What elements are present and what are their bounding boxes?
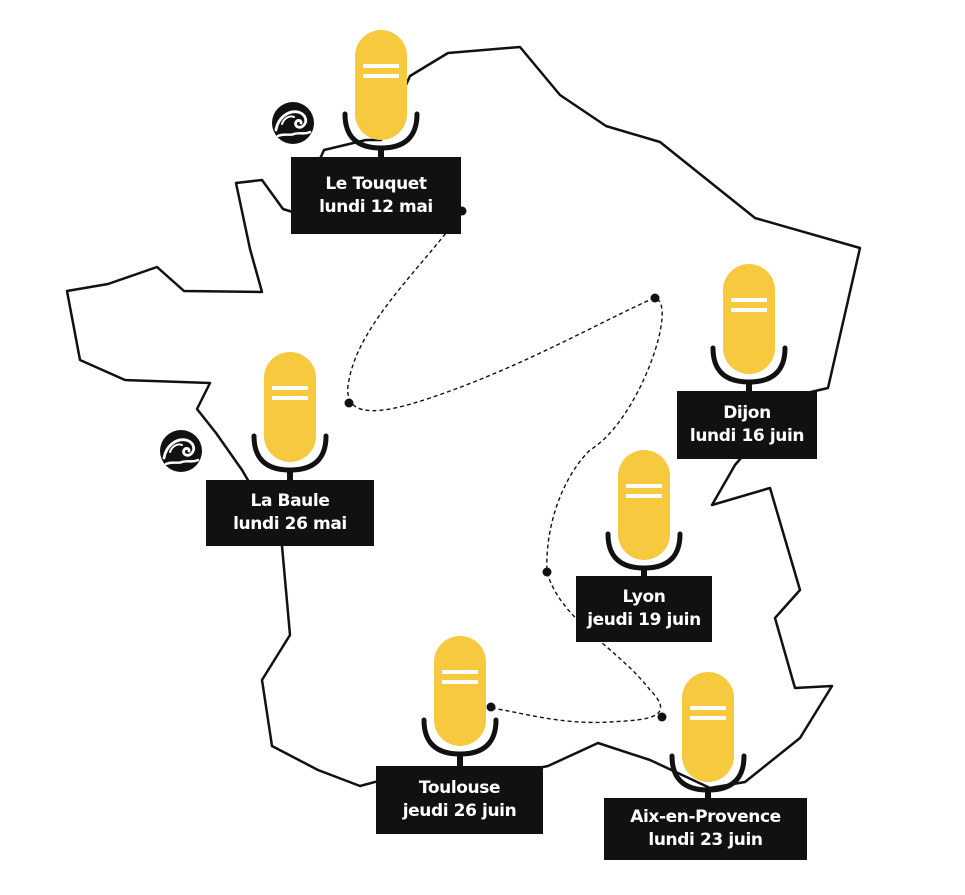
stop-label-dijon: Dijon lundi 16 juin xyxy=(677,391,817,459)
microphone-icon xyxy=(605,450,683,580)
stop-city: Dijon xyxy=(723,403,771,423)
stop-label-aix-en-provence: Aix-en-Provence lundi 23 juin xyxy=(604,798,807,860)
stop-city: Aix-en-Provence xyxy=(630,807,781,827)
stop-label-lyon: Lyon jeudi 19 juin xyxy=(576,576,712,642)
stop-city: Lyon xyxy=(622,587,666,607)
stop-label-le-touquet: Le Touquet lundi 12 mai xyxy=(291,157,461,234)
route-point-dijon xyxy=(650,293,660,303)
stop-date: lundi 16 juin xyxy=(689,426,805,446)
stop-label-la-baule: La Baule lundi 26 mai xyxy=(206,480,374,546)
microphone-icon xyxy=(421,636,499,766)
stop-date: lundi 23 juin xyxy=(648,830,763,850)
wave-icon xyxy=(160,430,202,472)
route-point-la-baule xyxy=(344,398,354,408)
stop-date: jeudi 19 juin xyxy=(587,610,701,630)
route-point-lyon xyxy=(542,567,552,577)
wave-icon xyxy=(272,102,314,144)
microphone-icon xyxy=(342,30,420,160)
stop-date: lundi 12 mai xyxy=(319,196,433,217)
stop-city: Le Touquet xyxy=(325,173,427,194)
stop-city: Toulouse xyxy=(418,778,501,798)
stop-date: jeudi 26 juin xyxy=(402,801,517,821)
stop-label-toulouse: Toulouse jeudi 26 juin xyxy=(376,766,543,834)
tour-route xyxy=(347,210,663,724)
route-point-toulouse xyxy=(486,702,496,712)
microphone-icon xyxy=(669,672,747,802)
stop-date: lundi 26 mai xyxy=(233,514,347,534)
route-point-aix xyxy=(657,712,667,722)
stop-city: La Baule xyxy=(250,491,330,511)
microphone-icon xyxy=(710,264,788,394)
microphone-icon xyxy=(251,352,329,482)
